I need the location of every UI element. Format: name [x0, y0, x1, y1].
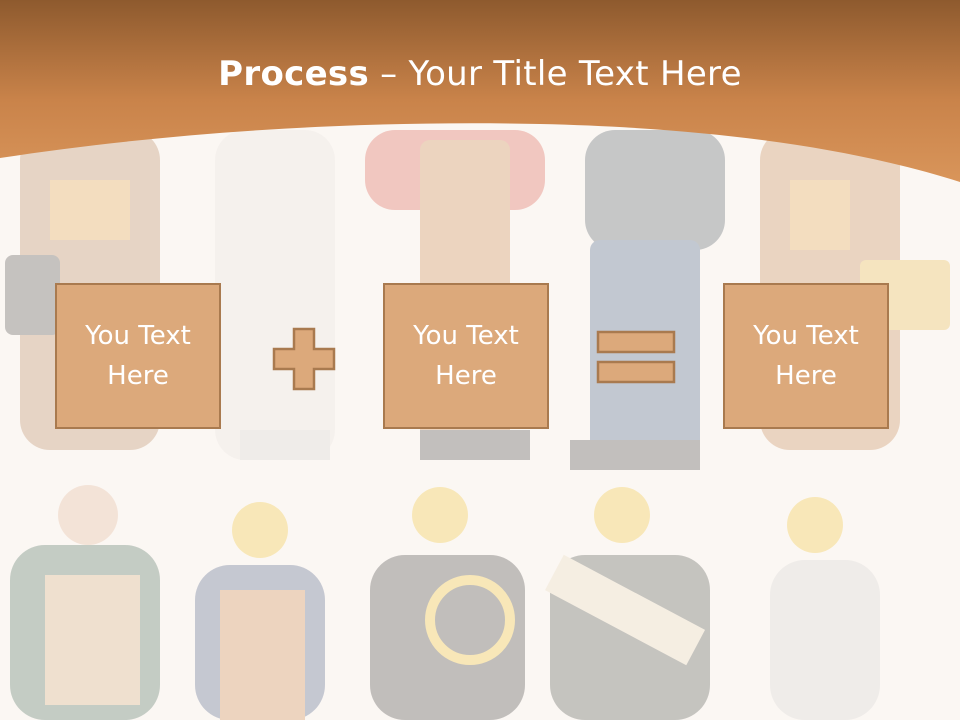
worker-bottom-4: [544, 487, 710, 720]
process-box-3[interactable]: You Text Here: [723, 283, 889, 429]
worker-bottom-1: [10, 485, 160, 720]
worker-bottom-3: [370, 487, 525, 720]
worker-bottom-5: [770, 497, 880, 720]
plus-icon: [272, 327, 336, 391]
worker-top-4: [570, 130, 725, 470]
worker-bottom-2: [195, 502, 325, 720]
process-box-3-label: You Text Here: [753, 321, 859, 391]
title-rest: – Your Title Text Here: [369, 54, 742, 94]
slide-title: Process – Your Title Text Here: [0, 52, 960, 96]
equals-icon: [596, 330, 676, 384]
process-box-1-label: You Text Here: [85, 321, 191, 391]
header-band: [0, 0, 960, 182]
process-box-2-label: You Text Here: [413, 321, 519, 391]
title-bold: Process: [218, 54, 370, 94]
process-box-2[interactable]: You Text Here: [383, 283, 549, 429]
process-box-1[interactable]: You Text Here: [55, 283, 221, 429]
